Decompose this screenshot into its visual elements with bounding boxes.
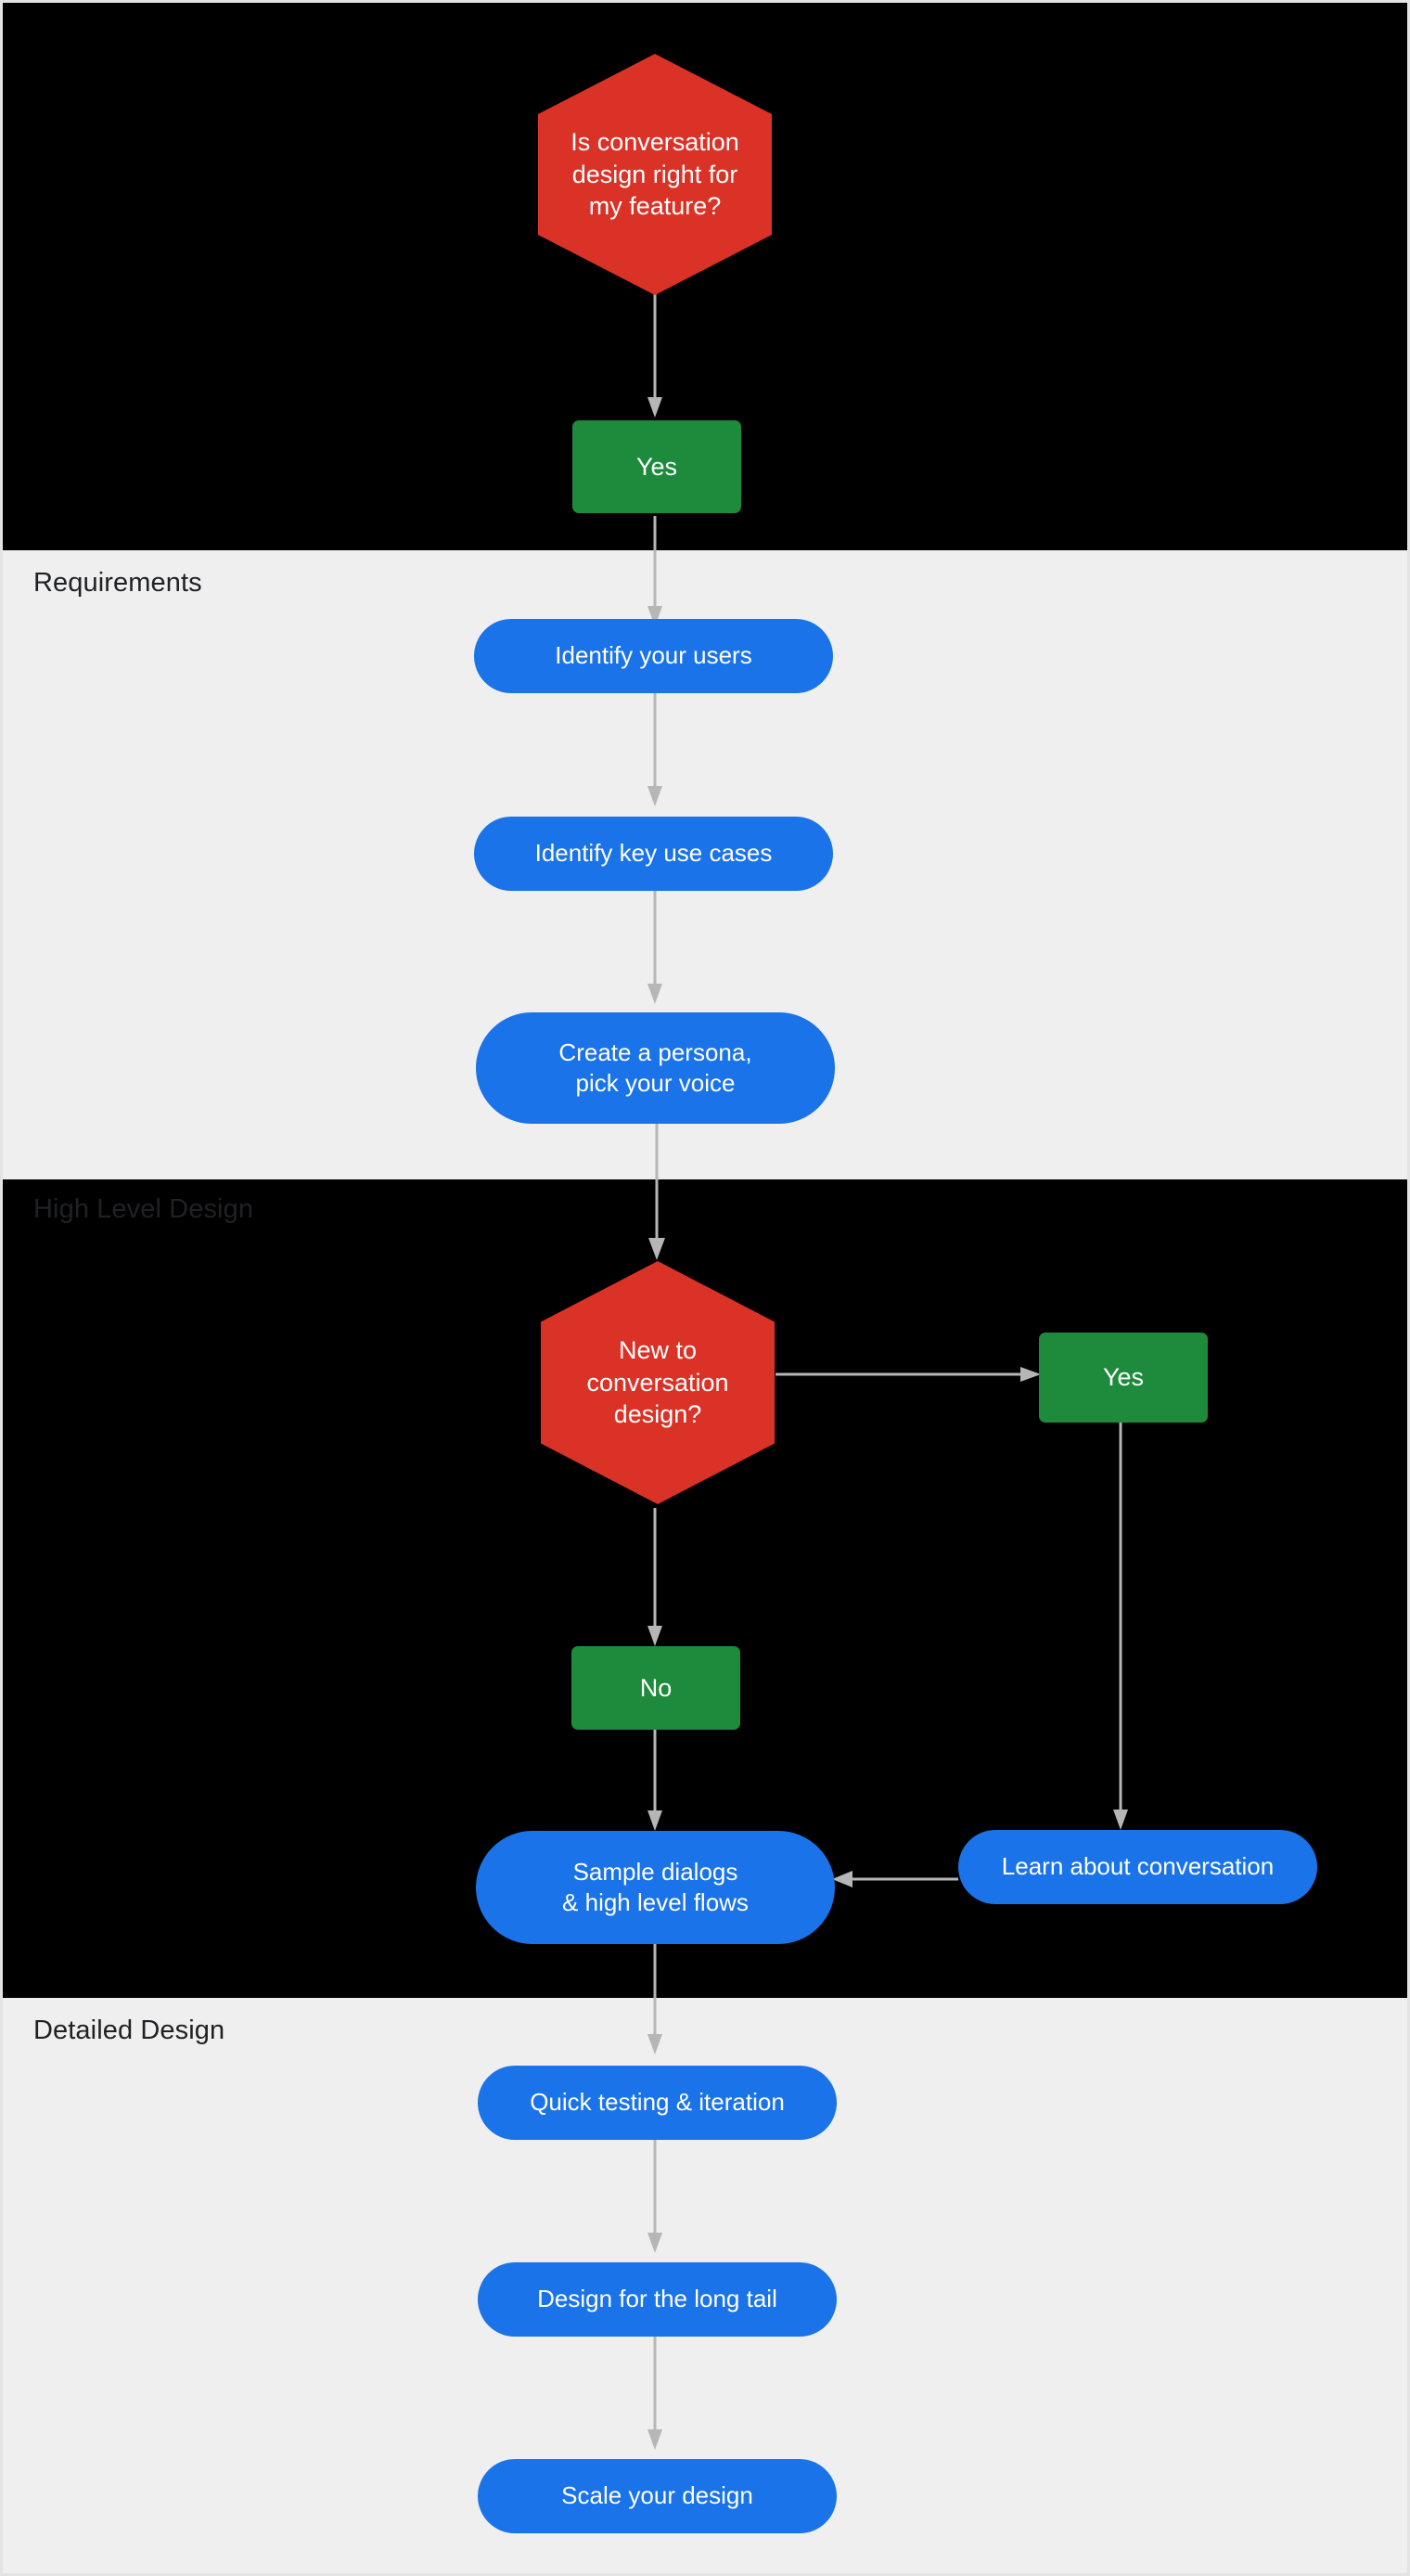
node-learn-about-conversation[interactable]: Learn about conversation [958,1830,1317,1904]
node-sample-dialogs-high-level-flows[interactable]: Sample dialogs & high level flows [476,1831,835,1944]
node-quick-testing-iteration[interactable]: Quick testing & iteration [478,2066,837,2140]
node-answer-no-mid[interactable]: No [571,1646,740,1730]
section-label-detailed-design: Detailed Design [33,2016,225,2045]
section-label-requirements: Requirements [33,568,202,598]
section-label-high-level-design: High Level Design [33,1194,254,1224]
node-decision-is-conversation-design-right[interactable]: Is conversation design right for my feat… [538,54,772,295]
node-identify-your-users[interactable]: Identify your users [474,619,833,693]
node-design-for-the-long-tail[interactable]: Design for the long tail [478,2262,837,2337]
node-create-persona-pick-voice[interactable]: Create a persona, pick your voice [476,1012,835,1124]
node-answer-yes-top[interactable]: Yes [572,420,741,513]
node-scale-your-design[interactable]: Scale your design [478,2459,837,2533]
node-answer-yes-mid[interactable]: Yes [1039,1333,1208,1423]
node-identify-key-use-cases[interactable]: Identify key use cases [474,817,833,891]
